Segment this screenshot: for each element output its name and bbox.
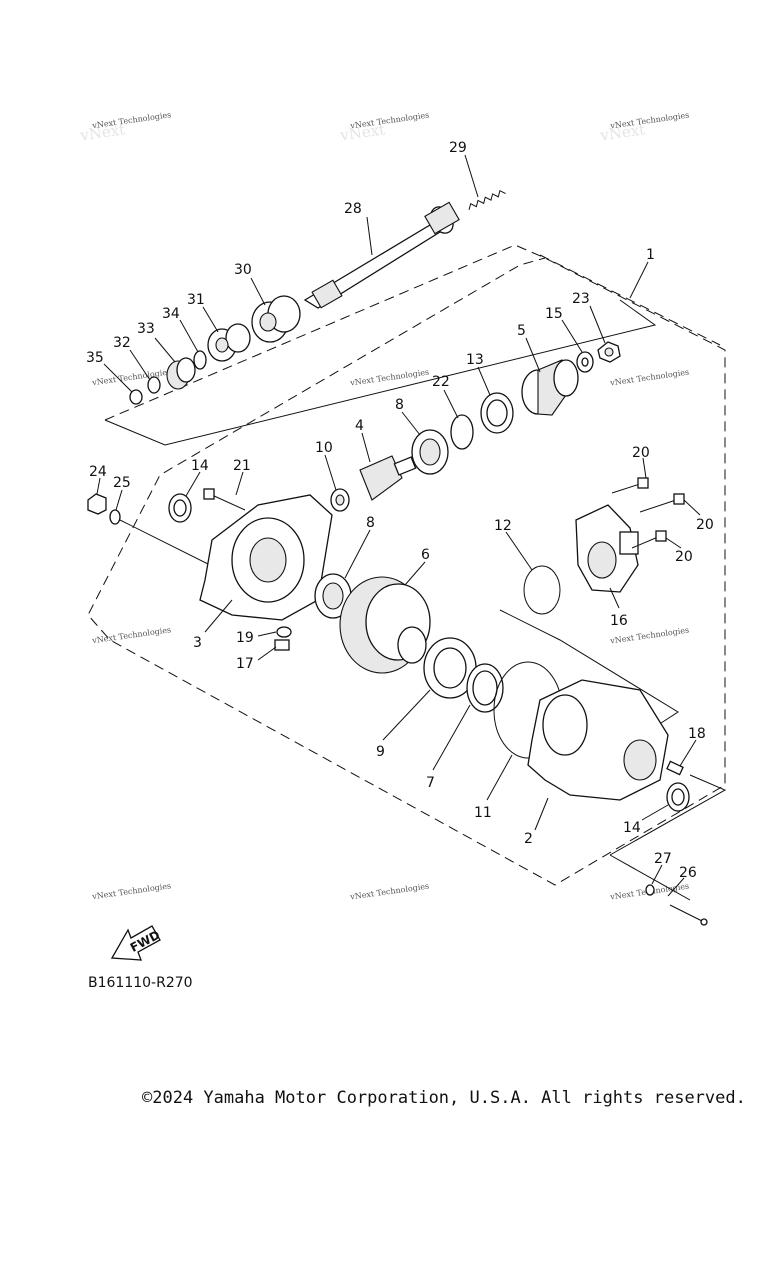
part-7-shim — [466, 663, 504, 713]
callout-20-top: 20 — [632, 445, 650, 461]
part-19-washer — [276, 626, 292, 638]
part-24-nut — [87, 493, 107, 515]
callout-8-lower: 8 — [366, 515, 375, 531]
copyright-notice: ©2024 Yamaha Motor Corporation, U.S.A. A… — [142, 1088, 746, 1108]
watermark: vNext Technologies — [609, 368, 690, 388]
callout-30: 30 — [234, 262, 252, 278]
callout-7: 7 — [426, 775, 435, 791]
callout-23: 23 — [572, 291, 590, 307]
part-31-sleeve — [207, 323, 251, 362]
callout-9: 9 — [376, 744, 385, 760]
callout-17: 17 — [236, 656, 254, 672]
watermark: vNext Technologies — [91, 110, 172, 130]
watermark: vNext Technologies — [349, 111, 430, 131]
watermark: vNext Technologies — [91, 625, 172, 645]
callout-20-bottom: 20 — [675, 549, 693, 565]
callout-26: 26 — [679, 865, 697, 881]
part-5-gear-coupling — [521, 359, 579, 416]
callout-27: 27 — [654, 851, 672, 867]
part-12-o-ring — [523, 565, 561, 615]
callout-11: 11 — [474, 805, 492, 821]
exploded-parts-diagram: vNext vNext Technologies vNext vNext Tec… — [78, 110, 727, 991]
part-23-nut — [597, 341, 621, 363]
watermark: vNext Technologies — [91, 881, 172, 901]
callout-16: 16 — [610, 613, 628, 629]
callout-12: 12 — [494, 518, 512, 534]
callout-31: 31 — [187, 292, 205, 308]
part-10-needle-bearing — [330, 488, 350, 512]
callout-24: 24 — [89, 464, 107, 480]
callout-35: 35 — [86, 350, 104, 366]
callout-10: 10 — [315, 440, 333, 456]
part-15-washer — [576, 351, 594, 373]
callout-2: 2 — [524, 831, 533, 847]
part-13-seal — [480, 392, 514, 434]
part-16-actuator — [575, 504, 639, 593]
part-35-plug — [129, 389, 143, 405]
watermark: vNext Technologies — [349, 882, 430, 902]
callout-18: 18 — [688, 726, 706, 742]
part-25-washer — [109, 509, 121, 525]
callout-22: 22 — [432, 374, 450, 390]
watermark: vNext Technologies — [349, 368, 430, 388]
part-2-final-gear-housing — [527, 679, 669, 801]
callout-32: 32 — [113, 335, 131, 351]
leader-lines — [96, 154, 701, 897]
part-18-dowel-pin — [666, 760, 684, 776]
part-26-pin — [669, 904, 708, 926]
callout-21: 21 — [233, 458, 251, 474]
part-21-bolt — [203, 488, 246, 511]
part-14-seal — [666, 782, 690, 812]
part-6-differential-gear — [339, 576, 431, 674]
part-14-seal — [168, 493, 192, 523]
callout-29: 29 — [449, 140, 467, 156]
diagram-code: B161110-R270 — [88, 975, 193, 991]
callout-4: 4 — [355, 418, 364, 434]
callout-labels: 1 2 3 4 5 6 7 8 8 9 10 11 12 13 14 14 15… — [86, 140, 714, 881]
forward-direction-arrow: FWD — [110, 925, 162, 961]
part-30-coupler — [251, 295, 301, 343]
part-20-bolt — [611, 477, 685, 549]
part-8-bearing — [411, 429, 449, 475]
part-17-drain-bolt — [274, 639, 290, 651]
callout-8-upper: 8 — [395, 397, 404, 413]
callout-19: 19 — [236, 630, 254, 646]
part-29-spring — [468, 189, 506, 211]
part-34-ring — [193, 350, 207, 370]
callout-25: 25 — [113, 475, 131, 491]
callout-33: 33 — [137, 321, 155, 337]
callout-14-right: 14 — [623, 820, 641, 836]
callout-3: 3 — [193, 635, 202, 651]
callout-14-left: 14 — [191, 458, 209, 474]
callout-1: 1 — [646, 247, 655, 263]
callout-20-middle: 20 — [696, 517, 714, 533]
callout-6: 6 — [421, 547, 430, 563]
callout-34: 34 — [162, 306, 180, 322]
part-4-pinion-gear — [359, 455, 417, 501]
part-3-gear-case — [199, 494, 333, 621]
part-33-needle-bearing — [166, 357, 196, 390]
part-32-circlip — [147, 376, 161, 394]
part-22-shim — [450, 414, 474, 450]
part-9-bearing — [423, 637, 477, 699]
watermark: vNext Technologies — [609, 111, 690, 131]
callout-13: 13 — [466, 352, 484, 368]
callout-15: 15 — [545, 306, 563, 322]
callout-28: 28 — [344, 201, 362, 217]
assembly-outline — [87, 244, 727, 901]
part-27-clip — [645, 884, 655, 896]
callout-5: 5 — [517, 323, 526, 339]
part-28-drive-shaft — [303, 201, 460, 309]
